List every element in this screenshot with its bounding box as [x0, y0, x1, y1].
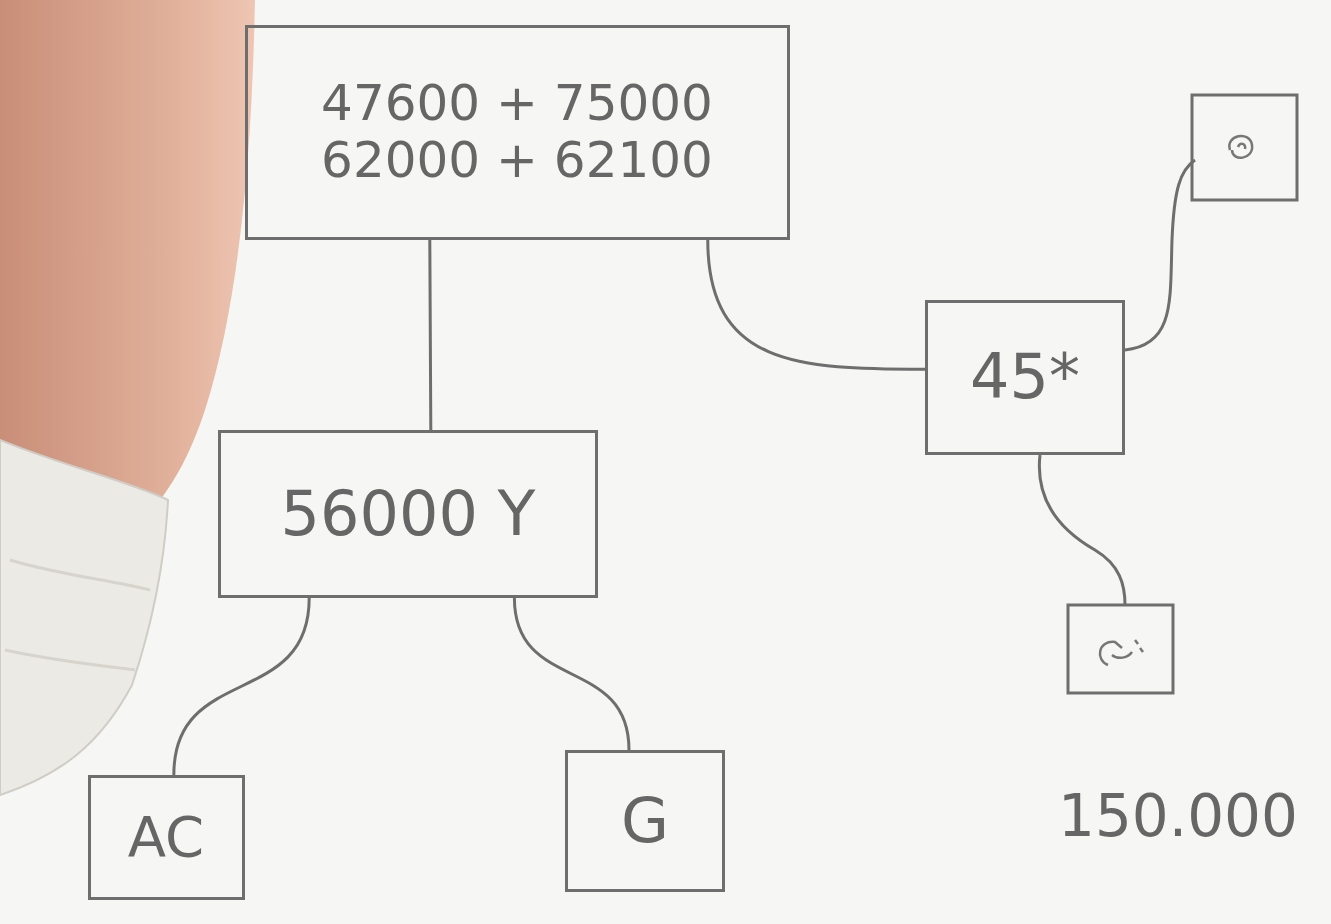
connector-line: [174, 598, 309, 775]
box-text: AC: [128, 805, 204, 869]
box-text: 45*: [970, 341, 1080, 412]
box-text: G: [621, 785, 669, 856]
value-box: 45*: [925, 300, 1125, 455]
symbol: [1229, 136, 1252, 158]
sleeve: [0, 440, 168, 795]
symbol-box: [1068, 605, 1173, 693]
value-box: 56000 Y: [218, 430, 598, 598]
leaf-box: G: [565, 750, 725, 892]
symbol-box: [1192, 95, 1297, 200]
wire: [1125, 160, 1195, 350]
box-text: 62000 + 62100: [321, 132, 713, 190]
arm: [0, 0, 255, 520]
connector-line: [430, 240, 431, 431]
box-text: 47600 + 75000: [321, 75, 713, 133]
symbol: [1100, 640, 1143, 665]
sum-box: 47600 + 7500062000 + 62100: [245, 25, 790, 240]
connector-line: [708, 240, 925, 370]
sleeve-fold: [5, 560, 150, 670]
wire: [1039, 455, 1125, 605]
connector-line: [514, 598, 629, 750]
leaf-box: AC: [88, 775, 245, 900]
note-number: 150.000: [1058, 782, 1298, 850]
box-text: 56000 Y: [281, 478, 536, 549]
